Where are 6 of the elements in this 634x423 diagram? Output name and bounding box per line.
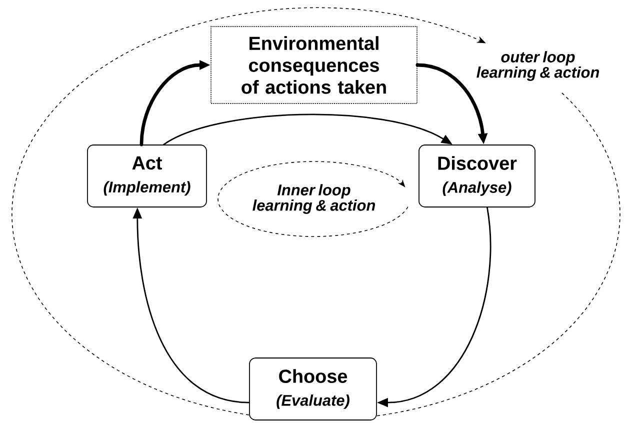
- step-box: Discover (Analyse): [418, 144, 536, 208]
- consequences-box: Environmental consequences of actions taken: [210, 26, 418, 104]
- node-label: Inner loop learning & action: [252, 184, 376, 214]
- step-box: Act (Implement): [87, 144, 207, 208]
- step-box: Choose (Evaluate): [249, 358, 377, 420]
- loop-label: outer loop learning & action: [476, 51, 600, 81]
